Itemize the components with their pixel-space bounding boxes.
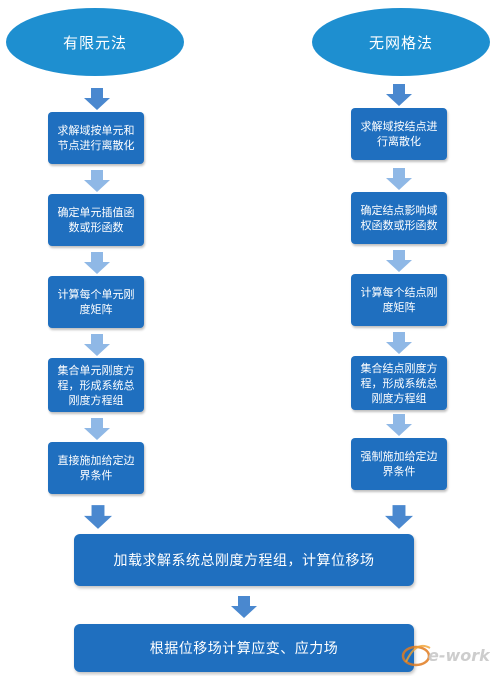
meshless-step-assemble: 集合结点刚度方 程，形成系统总 刚度方程组 bbox=[351, 356, 447, 410]
arrow-down-icon bbox=[84, 334, 110, 356]
watermark-text: e-works bbox=[428, 646, 490, 665]
meshless-step-weight-function: 确定结点影响域 权函数或形函数 bbox=[351, 192, 447, 244]
finite-element-method-title: 有限元法 bbox=[6, 8, 184, 76]
arrow-down-icon bbox=[84, 170, 110, 192]
arrow-down-icon bbox=[386, 84, 412, 106]
arrow-down-icon bbox=[386, 332, 412, 354]
arrow-down-icon bbox=[386, 250, 412, 272]
fem-step-boundary: 直接施加给定边 界条件 bbox=[48, 442, 144, 494]
arrow-down-icon bbox=[386, 414, 412, 436]
fem-step-assemble: 集合单元刚度方 程，形成系统总 刚度方程组 bbox=[48, 358, 144, 412]
solve-system-equations-box: 加载求解系统总刚度方程组，计算位移场 bbox=[74, 534, 414, 586]
meshless-step-discretize: 求解域按结点进 行离散化 bbox=[351, 108, 447, 160]
fem-step-shape-function: 确定单元插值函 数或形函数 bbox=[48, 194, 144, 246]
arrow-down-icon bbox=[231, 596, 257, 618]
fem-step-stiffness-matrix: 计算每个单元刚 度矩阵 bbox=[48, 276, 144, 328]
meshless-step-stiffness-matrix: 计算每个结点刚 度矩阵 bbox=[351, 274, 447, 326]
compute-strain-stress-box: 根据位移场计算应变、应力场 bbox=[74, 624, 414, 672]
arrow-down-icon bbox=[386, 168, 412, 190]
eworks-logo: e-works bbox=[400, 636, 493, 670]
meshless-method-title: 无网格法 bbox=[312, 8, 490, 76]
arrow-down-icon bbox=[84, 505, 112, 529]
arrow-down-icon bbox=[84, 252, 110, 274]
fem-step-discretize: 求解域按单元和 节点进行离散化 bbox=[48, 112, 144, 164]
arrow-down-icon bbox=[385, 505, 413, 529]
arrow-down-icon bbox=[84, 88, 110, 110]
meshless-step-boundary: 强制施加给定边 界条件 bbox=[351, 438, 447, 490]
arrow-down-icon bbox=[84, 418, 110, 440]
